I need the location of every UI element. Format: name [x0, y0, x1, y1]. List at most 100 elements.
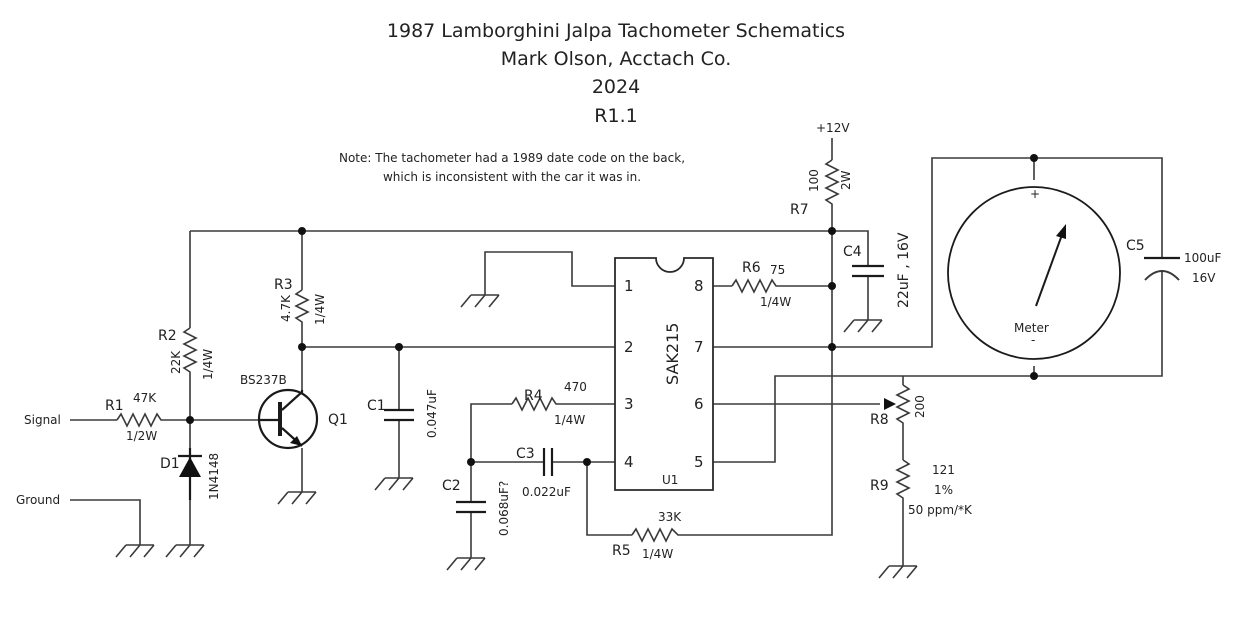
r9-tolerance: 1% — [934, 483, 953, 497]
potentiometer-icon — [895, 384, 911, 425]
note-line-1: Note: The tachometer had a 1989 date cod… — [339, 151, 685, 165]
c5-voltage: 16V — [1192, 271, 1216, 285]
r3-value: 4.7K — [279, 294, 293, 322]
r6-rating: 1/4W — [760, 295, 791, 309]
c1-ref: C1 — [367, 398, 386, 414]
npn-transistor-icon — [257, 388, 319, 450]
r4-value: 470 — [564, 380, 587, 394]
r7-value: 100 — [807, 169, 821, 192]
c5-value: 100uF — [1184, 251, 1222, 265]
capacitor-icon — [384, 408, 414, 422]
junction-dots — [186, 154, 1038, 466]
c5-ref: C5 — [1126, 238, 1145, 254]
ic-pin-3: 3 — [624, 395, 634, 413]
r2-ref: R2 — [158, 328, 177, 344]
meter: + Meter - — [947, 186, 1121, 360]
meter-gauge-icon — [947, 186, 1121, 360]
resistor-r1: R1 47K 1/2W — [105, 391, 165, 443]
revision-line: R1.1 — [594, 105, 637, 127]
r3-ref: R3 — [274, 277, 293, 293]
resistor-icon — [116, 412, 165, 428]
resistor-r9: R9 121 1% 50 ppm/*K — [870, 459, 973, 517]
wires — [70, 138, 1163, 566]
r8-ref: R8 — [870, 412, 889, 428]
ic-pin-6: 6 — [694, 395, 704, 413]
r2-rating: 1/4W — [201, 349, 215, 380]
resistor-r5: R5 33K 1/4W — [612, 510, 682, 561]
potentiometer-r8: R8 200 — [870, 384, 927, 428]
meter-minus-label: - — [1031, 333, 1035, 347]
resistor-r4: R4 470 1/4W — [511, 380, 587, 427]
meter-label: Meter — [1014, 321, 1049, 335]
resistor-r6: R6 75 1/4W — [731, 260, 791, 309]
polarized-capacitor-icon — [1144, 256, 1180, 281]
r5-ref: R5 — [612, 543, 631, 559]
capacitor-icon — [852, 264, 884, 278]
diode-icon — [178, 448, 202, 500]
d1-part: 1N4148 — [207, 453, 221, 500]
q1-part: BS237B — [240, 373, 287, 387]
r9-tempco: 50 ppm/*K — [908, 503, 973, 517]
r4-ref: R4 — [524, 388, 543, 404]
r3-rating: 1/4W — [313, 294, 327, 325]
capacitor-c3: C3 0.022uF — [516, 446, 571, 499]
year-line: 2024 — [592, 76, 640, 98]
meter-plus-label: + — [1030, 187, 1040, 201]
r1-rating: 1/2W — [126, 429, 157, 443]
c3-ref: C3 — [516, 446, 535, 462]
resistor-icon — [631, 527, 682, 543]
author-line: Mark Olson, Acctach Co. — [501, 48, 732, 70]
r5-rating: 1/4W — [642, 547, 673, 561]
r1-value: 47K — [133, 391, 157, 405]
d1-ref: D1 — [160, 456, 180, 472]
resistor-icon — [824, 159, 840, 208]
wiper-arrow-icon — [884, 398, 896, 410]
ground-icon — [460, 294, 500, 308]
ground-terminal-label: Ground — [16, 493, 60, 507]
capacitor-c2: C2 0.068uF? — [442, 478, 511, 536]
r1-ref: R1 — [105, 398, 124, 414]
ground-icon — [446, 557, 486, 571]
r7-ref: R7 — [790, 202, 809, 218]
ic-part-number: SAK215 — [663, 323, 682, 385]
r4-rating: 1/4W — [554, 413, 585, 427]
ic-pin-7: 7 — [694, 338, 704, 356]
r2-value: 22K — [169, 350, 183, 374]
resistor-r2: R2 22K 1/4W — [158, 327, 215, 380]
ic-pin-1: 1 — [624, 277, 634, 295]
ic-pin-4: 4 — [624, 453, 634, 471]
r8-value: 200 — [913, 395, 927, 418]
ground-icon — [374, 477, 414, 491]
resistor-icon — [895, 459, 911, 500]
diode-d1: D1 1N4148 — [160, 448, 221, 500]
resistor-icon — [731, 278, 780, 294]
ic-pin-5: 5 — [694, 453, 704, 471]
note-line-2: which is inconsistent with the car it wa… — [383, 170, 641, 184]
r6-ref: R6 — [742, 260, 761, 276]
ic-body — [614, 257, 714, 491]
schematic-title: 1987 Lamborghini Jalpa Tachometer Schema… — [387, 20, 845, 42]
c4-ref: C4 — [843, 244, 862, 260]
resistor-r7: R7 100 2W — [790, 159, 853, 218]
ground-icon — [277, 491, 317, 505]
ic-ref: U1 — [662, 473, 678, 487]
resistor-icon — [182, 327, 198, 376]
q1-ref: Q1 — [328, 412, 348, 428]
c2-ref: C2 — [442, 478, 461, 494]
ground-icon — [843, 319, 883, 333]
capacitor-c1: C1 0.047uF — [367, 389, 439, 438]
r7-rating: 2W — [839, 170, 853, 190]
ground-icon — [878, 565, 918, 579]
r9-value: 121 — [932, 463, 955, 477]
c3-value: 0.022uF — [522, 485, 571, 499]
r9-ref: R9 — [870, 478, 889, 494]
resistor-r3: R3 4.7K 1/4W — [274, 275, 327, 325]
transistor-q1: BS237B Q1 — [240, 373, 348, 450]
resistor-icon — [294, 289, 310, 325]
ground-icon — [165, 544, 205, 558]
signal-terminal-label: Signal — [24, 413, 61, 427]
ground-icon — [115, 544, 155, 558]
supply-label: +12V — [816, 121, 850, 135]
capacitor-icon — [542, 448, 554, 476]
